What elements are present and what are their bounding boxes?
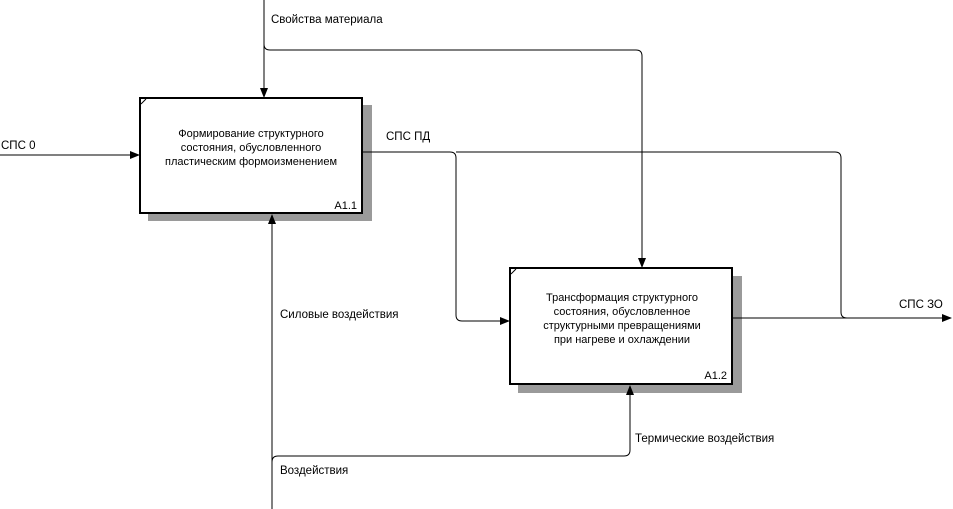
block-a1-2-corner-mark: [510, 268, 517, 275]
block-a1-1-title-line-3: пластическим формоизменением: [165, 156, 337, 168]
label-effects: Воздействия: [280, 465, 348, 477]
arrow-material-properties-to-a1-2: [263, 43, 646, 268]
arrow-effects[interactable]: Силовые воздействия Воздействия Термичес…: [268, 214, 774, 509]
label-sps-pd: СПС ПД: [386, 131, 430, 143]
arrow-material-properties[interactable]: Свойства материала: [260, 0, 646, 268]
label-material-properties: Свойства материала: [271, 14, 383, 26]
block-a1-1[interactable]: Формирование структурного состояния, обу…: [139, 97, 372, 221]
label-thermal-effects: Термические воздействия: [635, 433, 774, 445]
block-a1-2-title-line-1: Трансформация структурного: [546, 292, 698, 304]
block-a1-1-title-line-2: состояния, обусловленного: [181, 142, 322, 154]
block-a1-2-id: A1.2: [704, 370, 727, 382]
arrow-sps0[interactable]: СПС 0: [0, 140, 140, 159]
block-a1-2-title-line-4: при нагреве и охлаждении: [554, 334, 690, 346]
block-a1-1-box: [139, 97, 363, 214]
block-a1-2-title-line-2: состояния, обусловленное: [554, 306, 691, 318]
block-a1-1-id: A1.1: [334, 200, 357, 212]
arrow-sps-pd-bypass: [456, 151, 848, 319]
arrow-sps-pd[interactable]: СПС ПД: [363, 131, 848, 325]
block-a1-1-title-line-1: Формирование структурного: [178, 128, 323, 140]
arrow-sps-pd-to-a1-2: [363, 151, 510, 325]
arrow-thermal-effects-to-a1-2: [271, 385, 634, 463]
block-a1-2-title-line-3: структурными превращениями: [543, 320, 701, 332]
label-sps-zo: СПС ЗО: [899, 299, 943, 311]
label-force-effects: Силовые воздействия: [280, 309, 399, 321]
block-a1-2[interactable]: Трансформация структурного состояния, об…: [509, 267, 742, 393]
arrow-sps-zo[interactable]: СПС ЗО: [733, 299, 952, 322]
label-sps0: СПС 0: [1, 140, 35, 152]
block-a1-2-box: [509, 267, 733, 385]
block-a1-1-corner-mark: [140, 98, 147, 105]
